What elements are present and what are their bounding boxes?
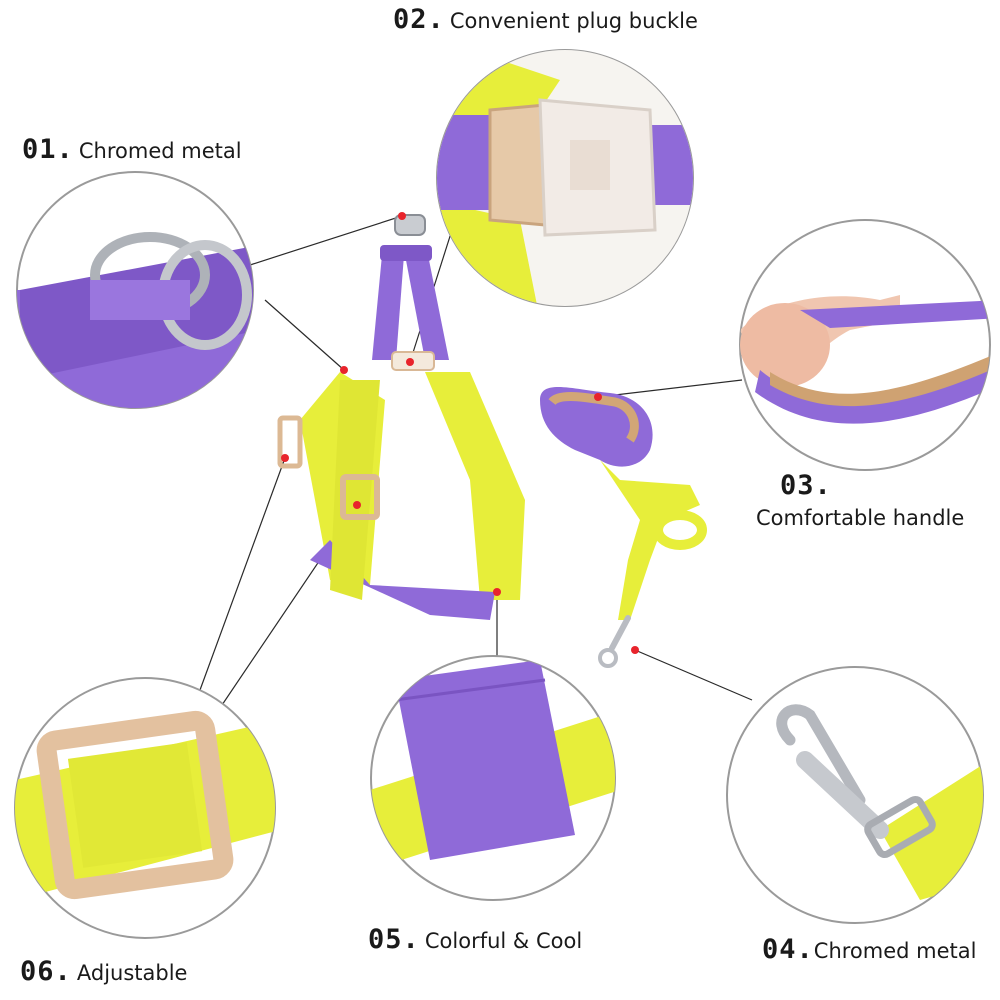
dog-leash — [540, 387, 707, 668]
detail-circle-plug-buckle — [436, 49, 694, 307]
callout-05-number: 05. — [368, 924, 420, 955]
callout-05-text: Colorful & Cool — [424, 929, 583, 953]
callout-03: Comfortable handle — [756, 506, 964, 530]
callout-04-number: 04. — [762, 934, 814, 965]
callout-02: 02. Convenient plug buckle — [393, 4, 698, 35]
marker-dots — [281, 212, 639, 654]
callout-01: 01. Chromed metal — [22, 134, 242, 165]
detail-circle-chromed-metal-rings — [16, 171, 254, 409]
callout-03-text: Comfortable handle — [756, 506, 965, 530]
callout-06-number: 06. — [20, 956, 72, 987]
callout-03-number: 03. — [780, 470, 832, 501]
callout-04-text: Chromed metal — [813, 939, 977, 963]
callout-04: 04.Chromed metal — [762, 934, 976, 965]
callout-02-number: 02. — [393, 4, 445, 35]
callout-02-text: Convenient plug buckle — [449, 9, 698, 33]
callout-01-number: 01. — [22, 134, 74, 165]
detail-circle-chromed-metal-clip — [726, 666, 984, 924]
callout-03-number-wrap: 03. — [780, 470, 832, 501]
detail-circle-colorful-strap — [370, 655, 616, 901]
callout-05: 05. Colorful & Cool — [368, 924, 582, 955]
callout-06: 06. Adjustable — [20, 956, 187, 987]
callout-06-text: Adjustable — [76, 961, 188, 985]
detail-circle-adjustable-buckle — [14, 677, 276, 939]
detail-circle-comfortable-handle — [739, 219, 991, 471]
callout-01-text: Chromed metal — [78, 139, 242, 163]
dog-harness — [277, 214, 525, 620]
